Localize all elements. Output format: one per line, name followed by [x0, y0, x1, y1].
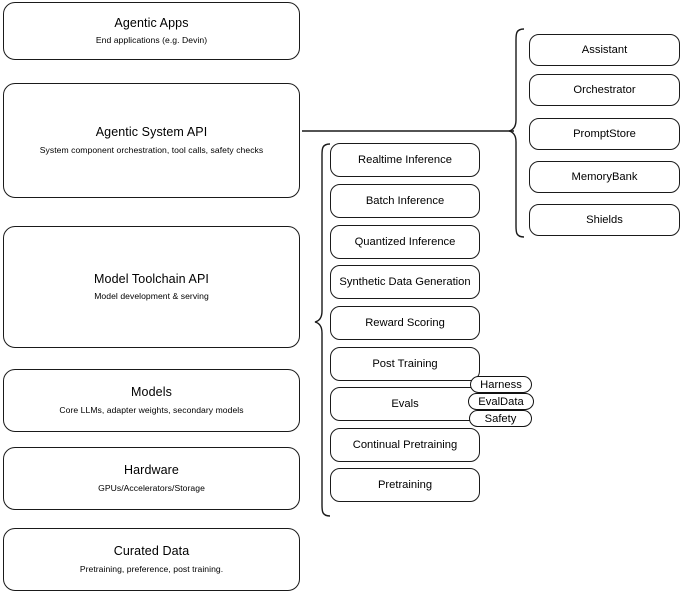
- system-component-orchestrator[interactable]: Orchestrator: [529, 74, 680, 106]
- layer-agentic-system-api[interactable]: Agentic System API System component orch…: [3, 83, 300, 198]
- evals-badge-evaldata[interactable]: EvalData: [468, 393, 534, 410]
- layer-subtitle: GPUs/Accelerators/Storage: [98, 482, 205, 493]
- chip-label: Continual Pretraining: [352, 439, 458, 451]
- chip-label: Batch Inference: [365, 195, 445, 207]
- chip-label: PromptStore: [573, 128, 636, 140]
- layer-agentic-apps[interactable]: Agentic Apps End applications (e.g. Devi…: [3, 2, 300, 60]
- toolchain-continual-pretraining[interactable]: Continual Pretraining: [330, 428, 480, 462]
- layer-subtitle: Model development & serving: [94, 291, 209, 302]
- layer-title: Agentic Apps: [114, 15, 189, 30]
- layer-title: Hardware: [124, 463, 179, 478]
- evals-badge-safety[interactable]: Safety: [469, 410, 532, 427]
- chip-label: Quantized Inference: [354, 236, 456, 248]
- system-components-brace: [508, 28, 525, 238]
- chip-label: Post Training: [372, 358, 438, 370]
- layer-subtitle: End applications (e.g. Devin): [95, 35, 208, 46]
- layer-title: Model Toolchain API: [94, 271, 209, 286]
- chip-label: Evals: [391, 398, 419, 410]
- layer-model-toolchain-api[interactable]: Model Toolchain API Model development & …: [3, 226, 300, 348]
- toolchain-batch-inference[interactable]: Batch Inference: [330, 184, 480, 218]
- evals-badge-harness[interactable]: Harness: [470, 376, 532, 393]
- system-component-memorybank[interactable]: MemoryBank: [529, 161, 680, 193]
- chip-label: MemoryBank: [571, 171, 638, 183]
- system-component-assistant[interactable]: Assistant: [529, 34, 680, 66]
- toolchain-pretraining[interactable]: Pretraining: [330, 468, 480, 502]
- layer-title: Agentic System API: [95, 125, 208, 140]
- pill-label: Safety: [484, 412, 517, 425]
- toolchain-components-brace: [314, 143, 331, 517]
- layer-models[interactable]: Models Core LLMs, adapter weights, secon…: [3, 369, 300, 432]
- pill-label: EvalData: [478, 395, 524, 408]
- chip-label: Realtime Inference: [358, 154, 452, 166]
- chip-label: Shields: [586, 214, 623, 226]
- layer-subtitle: Core LLMs, adapter weights, secondary mo…: [59, 404, 244, 415]
- toolchain-quantized-inference[interactable]: Quantized Inference: [330, 225, 480, 259]
- toolchain-reward-scoring[interactable]: Reward Scoring: [330, 306, 480, 340]
- layer-subtitle: System component orchestration, tool cal…: [39, 144, 264, 155]
- layer-hardware[interactable]: Hardware GPUs/Accelerators/Storage: [3, 447, 300, 510]
- toolchain-synthetic-data-generation[interactable]: Synthetic Data Generation: [330, 265, 480, 299]
- chip-label: Pretraining: [377, 479, 433, 491]
- system-component-shields[interactable]: Shields: [529, 204, 680, 236]
- toolchain-realtime-inference[interactable]: Realtime Inference: [330, 143, 480, 177]
- chip-label: Reward Scoring: [365, 317, 445, 329]
- layer-subtitle: Pretraining, preference, post training.: [79, 563, 224, 574]
- layer-curated-data[interactable]: Curated Data Pretraining, preference, po…: [3, 528, 300, 591]
- layer-title: Models: [131, 385, 172, 400]
- toolchain-post-training[interactable]: Post Training: [330, 347, 480, 381]
- toolchain-evals[interactable]: Evals: [330, 387, 480, 421]
- system-component-promptstore[interactable]: PromptStore: [529, 118, 680, 150]
- chip-label: Orchestrator: [573, 84, 636, 96]
- chip-label: Assistant: [581, 44, 628, 56]
- pill-label: Harness: [480, 378, 522, 391]
- chip-label: Synthetic Data Generation: [339, 276, 471, 288]
- layer-title: Curated Data: [113, 544, 190, 559]
